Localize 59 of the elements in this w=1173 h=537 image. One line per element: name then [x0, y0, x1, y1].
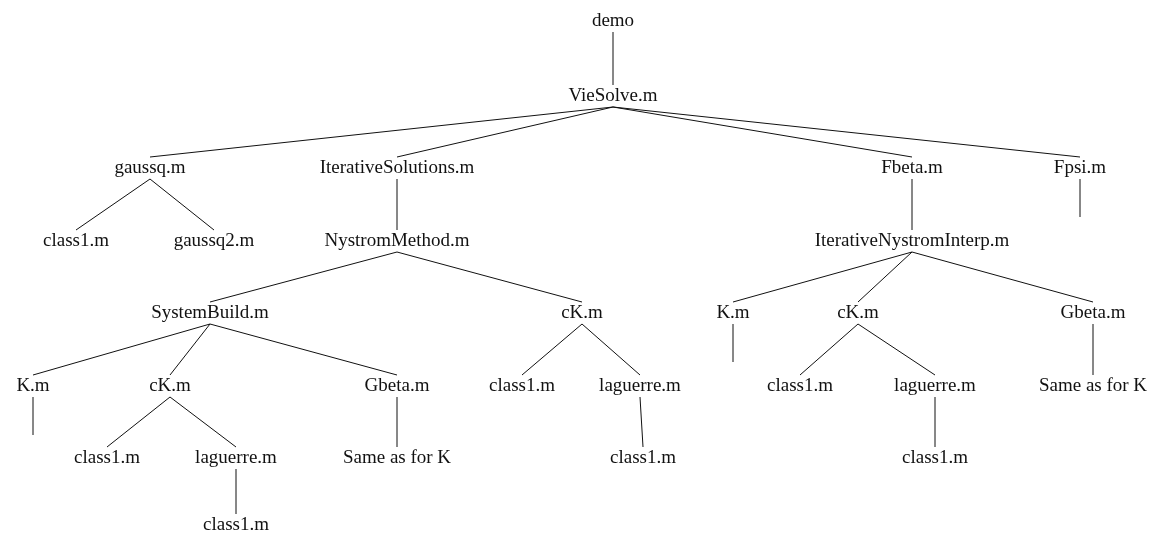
tree-line	[396, 396, 398, 448]
file-name-label: class1.m	[901, 446, 969, 468]
tree-line	[639, 396, 644, 448]
tree-line	[1092, 323, 1094, 376]
tree-line	[209, 251, 398, 303]
tree-line	[396, 106, 614, 158]
file-name-label: gaussq2.m	[172, 229, 256, 251]
file-name-label: K.m	[15, 374, 51, 396]
file-name-label: K.m	[715, 301, 751, 323]
file-name-label: NystromMethod.m	[323, 229, 471, 251]
file-name-label: Same as for K	[341, 446, 453, 468]
tree-line	[857, 323, 936, 376]
tree-line	[934, 396, 936, 448]
tree-line	[581, 323, 641, 376]
file-name-label: laguerre.m	[194, 446, 278, 468]
file-name-label: SystemBuild.m	[150, 301, 270, 323]
file-name-label: Fbeta.m	[880, 156, 944, 178]
file-name-label: laguerre.m	[598, 374, 682, 396]
tree-line	[235, 468, 237, 515]
tree-line	[857, 251, 913, 303]
file-name-label: class1.m	[73, 446, 141, 468]
file-name-label: class1.m	[488, 374, 556, 396]
file-name-label: class1.m	[609, 446, 677, 468]
tree-line	[32, 323, 211, 376]
file-name-label: demo	[590, 9, 636, 31]
tree-line	[911, 178, 913, 231]
tree-line	[169, 396, 237, 448]
tree-line	[396, 178, 398, 231]
file-name-label: IterativeSolutions.m	[318, 156, 476, 178]
tree-line	[911, 251, 1094, 303]
file-name-label: Gbeta.m	[363, 374, 431, 396]
file-name-label: cK.m	[148, 374, 192, 396]
tree-line	[799, 323, 859, 376]
file-name-label: class1.m	[202, 513, 270, 535]
tree-line	[169, 323, 211, 376]
file-name-label: VieSolve.m	[567, 84, 659, 106]
file-name-label: laguerre.m	[893, 374, 977, 396]
tree-line	[732, 323, 734, 363]
file-name-label: class1.m	[42, 229, 110, 251]
file-name-label: IterativeNystromInterp.m	[813, 229, 1011, 251]
tree-line	[521, 323, 583, 376]
tree-line	[75, 178, 151, 231]
tree-line	[612, 106, 1081, 158]
file-name-label: cK.m	[560, 301, 604, 323]
file-name-label: Same as for K	[1037, 374, 1149, 396]
file-name-label: class1.m	[766, 374, 834, 396]
tree-line	[612, 31, 614, 86]
tree-line	[149, 178, 215, 231]
tree-line	[106, 396, 171, 448]
tree-line	[149, 106, 614, 158]
file-name-label: cK.m	[836, 301, 880, 323]
file-name-label: Fpsi.m	[1052, 156, 1108, 178]
tree-line	[1079, 178, 1081, 218]
tree-line	[732, 251, 913, 303]
tree-line	[32, 396, 34, 436]
tree-line	[396, 251, 583, 303]
file-name-label: gaussq.m	[113, 156, 187, 178]
file-name-label: Gbeta.m	[1059, 301, 1127, 323]
tree-line	[209, 323, 398, 376]
